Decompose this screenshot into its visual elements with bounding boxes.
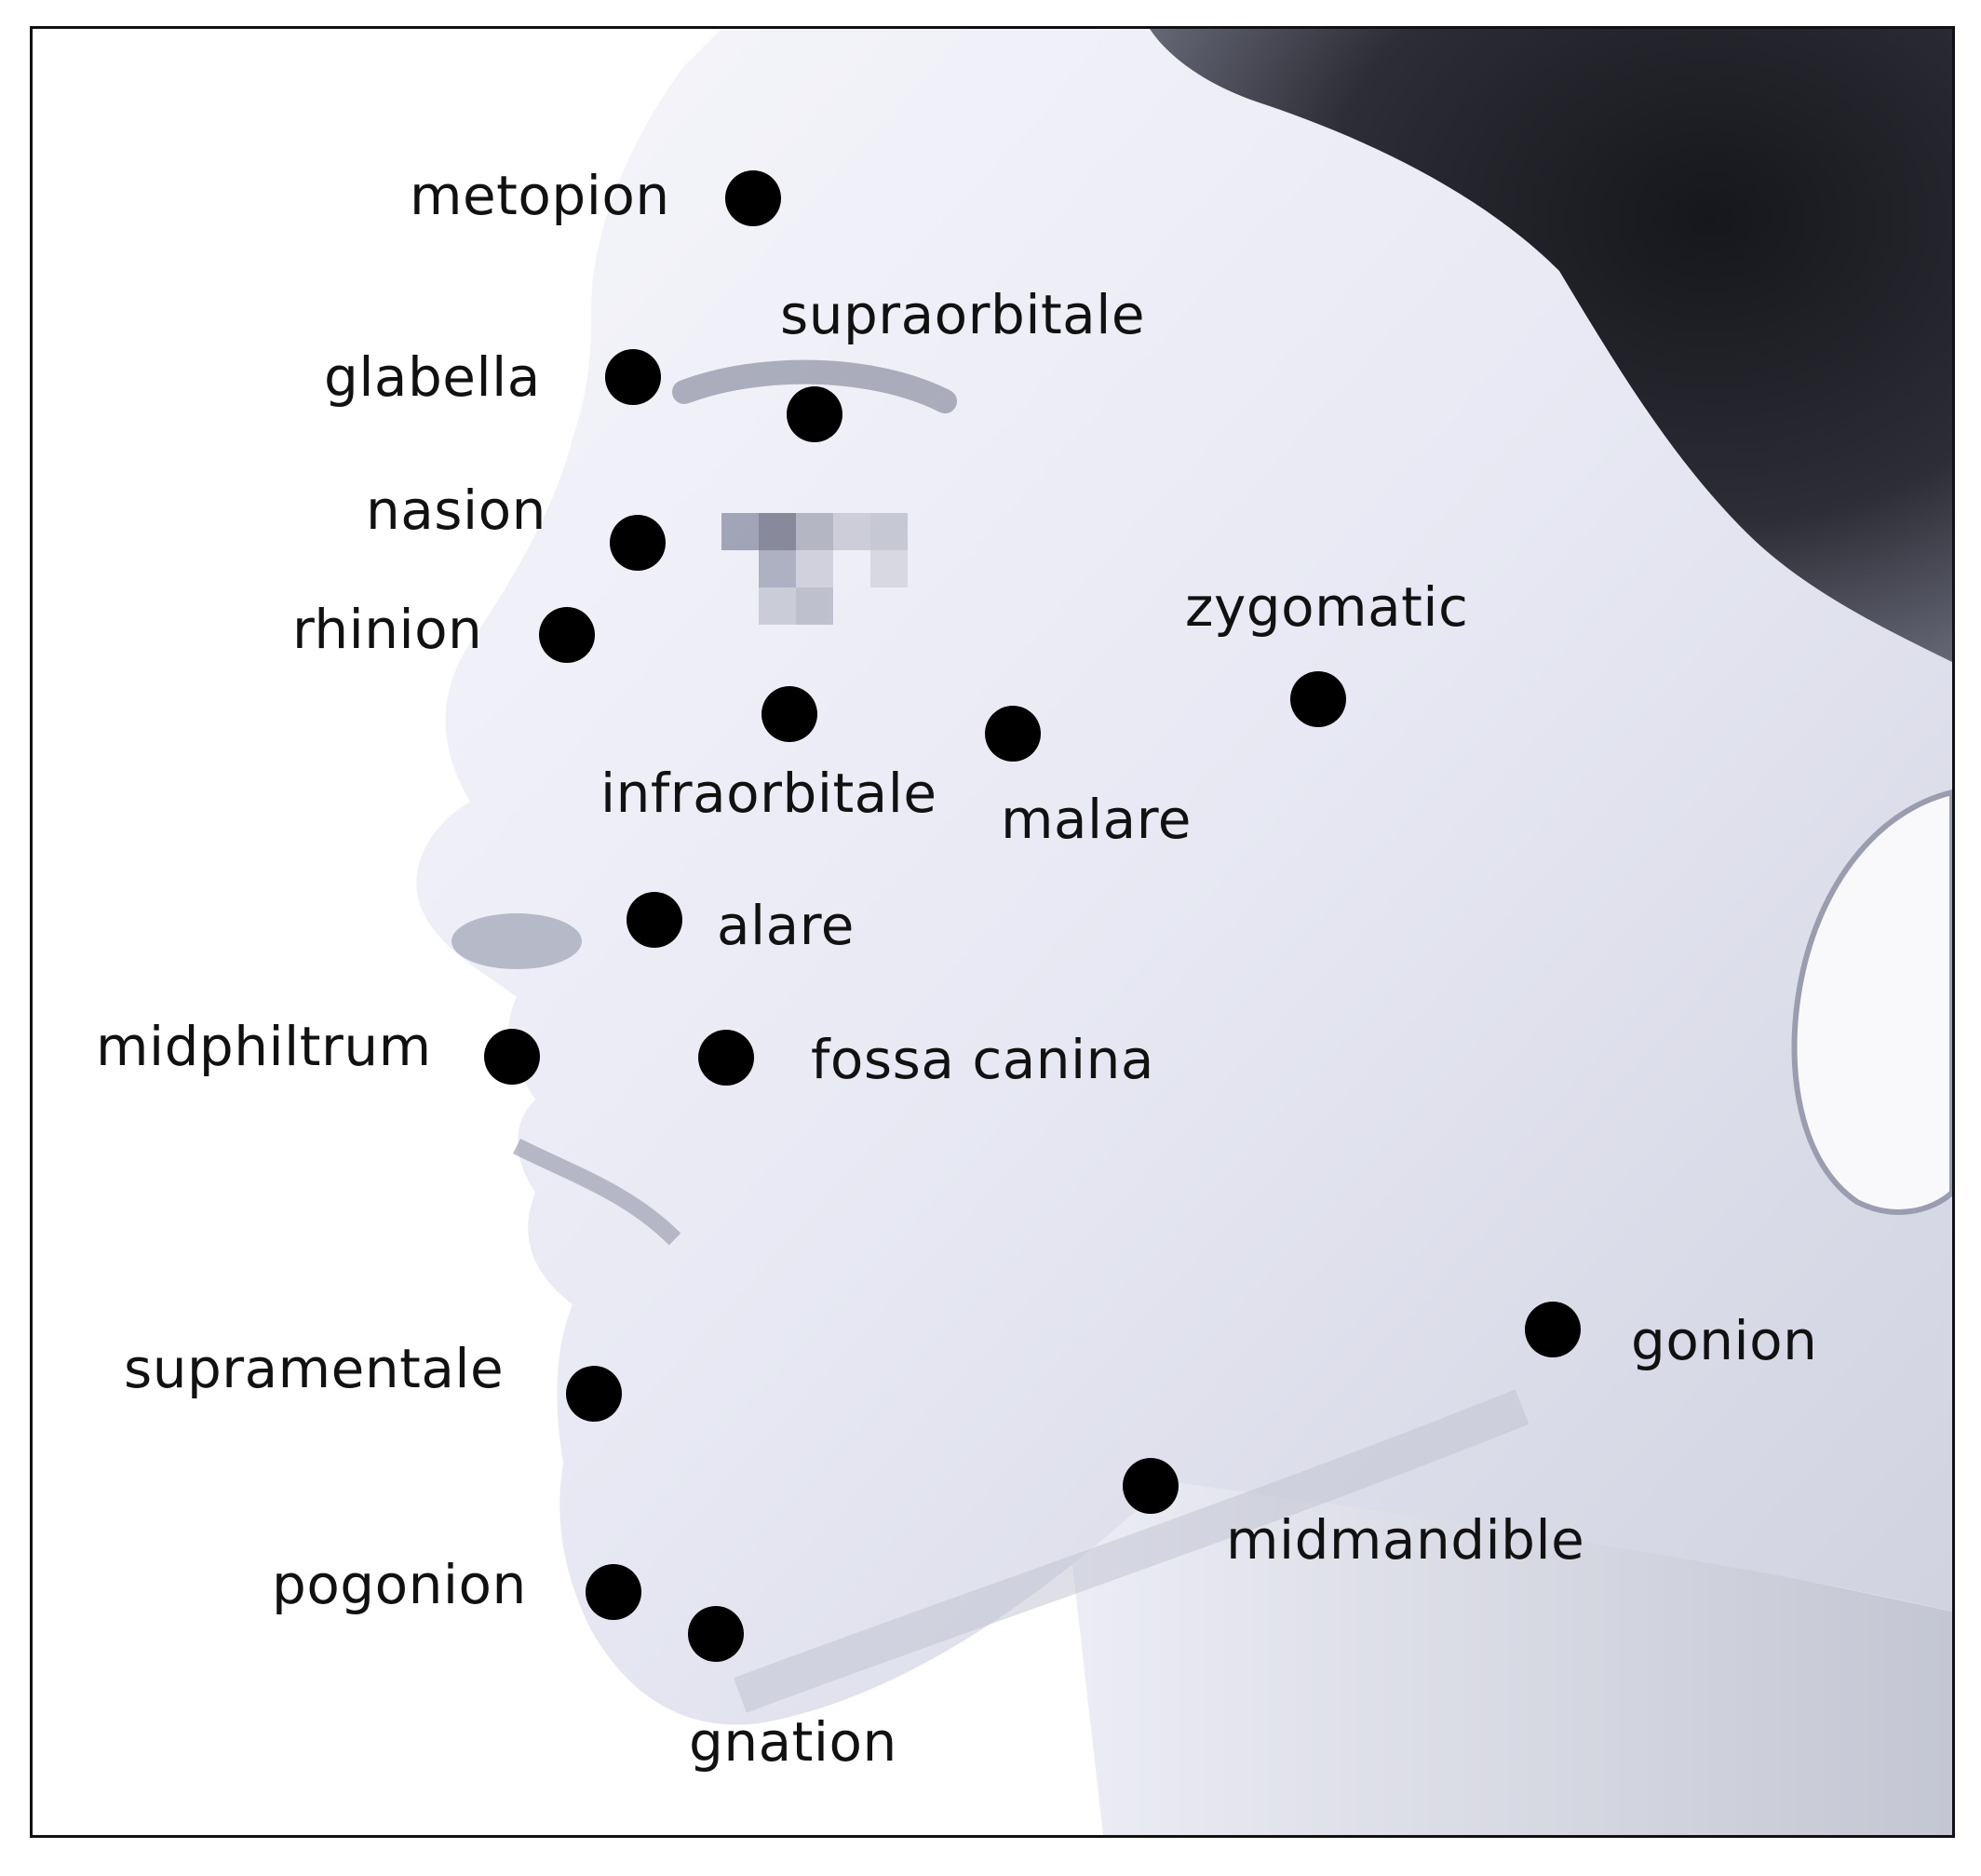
label-midmandible: midmandible — [1226, 1508, 1585, 1572]
marker-malare — [985, 706, 1041, 762]
marker-midmandible — [1123, 1458, 1179, 1514]
label-zygomatic: zygomatic — [1185, 575, 1469, 639]
label-supraorbitale: supraorbitale — [780, 283, 1146, 346]
label-nasion: nasion — [366, 479, 546, 542]
marker-infraorbitale — [761, 686, 817, 742]
nostril-shape — [451, 913, 582, 969]
label-pogonion: pogonion — [272, 1553, 527, 1616]
marker-alare — [627, 892, 682, 948]
marker-fossa-canina — [698, 1030, 754, 1086]
face-silhouette — [416, 29, 1952, 1725]
ear-shape — [1791, 789, 1952, 1215]
lips-shape — [512, 1138, 681, 1246]
label-midphiltrum: midphiltrum — [96, 1015, 432, 1078]
marker-zygomatic — [1290, 671, 1346, 727]
marker-midphiltrum — [484, 1029, 540, 1085]
landmark-markers — [484, 170, 1581, 1662]
marker-metopion — [725, 170, 781, 226]
label-supramentale: supramentale — [124, 1337, 505, 1400]
label-fossa-canina: fossa canina — [811, 1028, 1154, 1091]
label-malare: malare — [1001, 788, 1192, 851]
marker-pogonion — [586, 1564, 641, 1620]
hair-shape — [1150, 29, 1952, 662]
marker-supraorbitale — [787, 386, 842, 442]
label-infraorbitale: infraorbitale — [600, 762, 937, 825]
marker-supramentale — [566, 1366, 622, 1422]
pixelated-eye-region — [721, 513, 908, 625]
marker-gnation — [688, 1606, 744, 1662]
marker-gonion — [1525, 1302, 1581, 1357]
marker-glabella — [605, 349, 661, 405]
marker-rhinion — [539, 607, 595, 663]
eyebrow-shape — [672, 359, 957, 413]
figure-frame: metopion supraorbitale glabella nasion r… — [30, 26, 1955, 1838]
label-glabella: glabella — [324, 345, 541, 409]
marker-nasion — [610, 515, 666, 571]
face-profile-image — [33, 29, 1952, 1835]
label-metopion: metopion — [410, 164, 670, 227]
label-alare: alare — [717, 894, 855, 957]
label-gnation: gnation — [689, 1710, 897, 1774]
neck-shape — [1057, 1425, 1952, 1835]
label-gonion: gonion — [1631, 1309, 1818, 1372]
jaw-shadow — [733, 1389, 1530, 1713]
label-rhinion: rhinion — [292, 598, 483, 661]
